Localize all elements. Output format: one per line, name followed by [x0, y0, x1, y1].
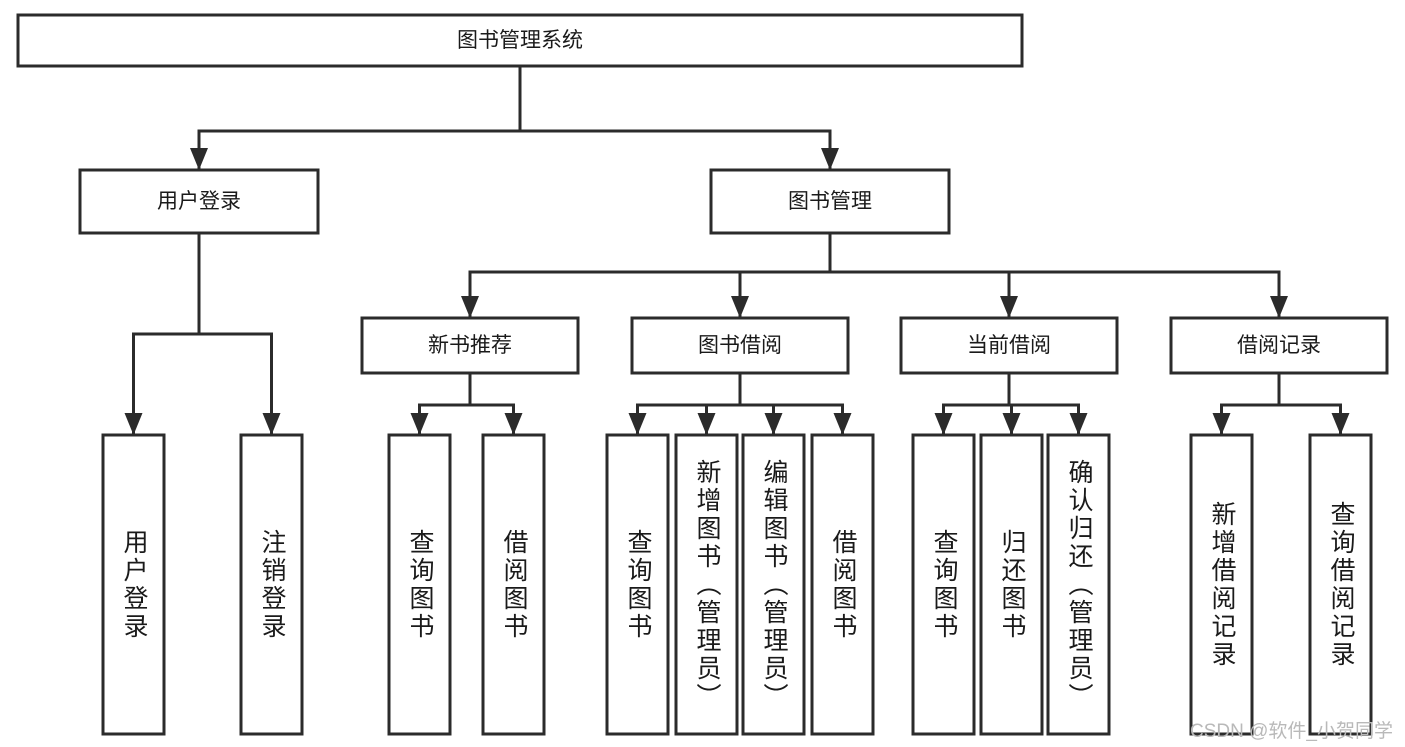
arrow-head-icon	[262, 413, 281, 435]
arrow-head-icon	[190, 148, 208, 170]
node-box-leaf-edit-book	[741, 433, 806, 736]
node-box-book-borrow	[630, 316, 850, 375]
arrow-head-icon	[1002, 413, 1021, 435]
node-box-borrow-record	[1169, 316, 1389, 375]
arrow-head-icon	[504, 413, 523, 435]
arrow-head-icon	[410, 413, 429, 435]
node-box-leaf-query-book-recommend	[387, 433, 452, 736]
arrow-head-icon	[1212, 413, 1231, 435]
arrow-head-icon	[934, 413, 953, 435]
node-box-new-book-recommend	[360, 316, 580, 375]
node-box-user-login	[78, 168, 320, 235]
node-box-leaf-logout	[239, 433, 304, 736]
node-label-book-borrow: 图书借阅	[698, 334, 782, 357]
node-box-leaf-add-record	[1189, 433, 1254, 736]
arrow-head-icon	[833, 413, 852, 435]
arrow-head-icon	[821, 148, 839, 170]
arrow-head-icon	[764, 413, 783, 435]
node-box-leaf-query-record	[1308, 433, 1373, 736]
node-box-leaf-return-book	[979, 433, 1044, 736]
arrow-head-icon	[461, 296, 479, 318]
arrow-head-icon	[1331, 413, 1350, 435]
arrow-head-icon	[124, 413, 143, 435]
arrow-head-icon	[1000, 296, 1018, 318]
boxes-layer	[16, 13, 1389, 736]
node-box-leaf-borrow-book	[810, 433, 875, 736]
node-box-leaf-user-login	[101, 433, 166, 736]
arrow-head-icon	[628, 413, 647, 435]
node-box-leaf-borrow-book-recommend	[481, 433, 546, 736]
node-label-borrow-record: 借阅记录	[1237, 334, 1321, 357]
node-label-new-book-recommend: 新书推荐	[428, 334, 512, 357]
node-box-leaf-query-book-borrow	[605, 433, 670, 736]
node-label-user-login: 用户登录	[157, 190, 241, 213]
node-label-root: 图书管理系统	[457, 29, 583, 52]
connectors-layer	[124, 64, 1350, 436]
node-box-book-manage	[709, 168, 951, 235]
arrow-head-icon	[697, 413, 716, 435]
node-box-leaf-query-book-current	[911, 433, 976, 736]
node-label-current-borrow: 当前借阅	[967, 334, 1051, 357]
arrow-head-icon	[731, 296, 749, 318]
node-box-current-borrow	[899, 316, 1119, 375]
arrow-head-icon	[1270, 296, 1288, 318]
node-box-leaf-confirm-return	[1046, 433, 1111, 736]
node-label-book-manage: 图书管理	[788, 190, 872, 213]
node-box-leaf-add-book	[674, 433, 739, 736]
arrow-head-icon	[1069, 413, 1088, 435]
node-box-root	[16, 13, 1024, 68]
csdn-watermark: CSDN @软件_小贺同学	[1190, 721, 1393, 742]
